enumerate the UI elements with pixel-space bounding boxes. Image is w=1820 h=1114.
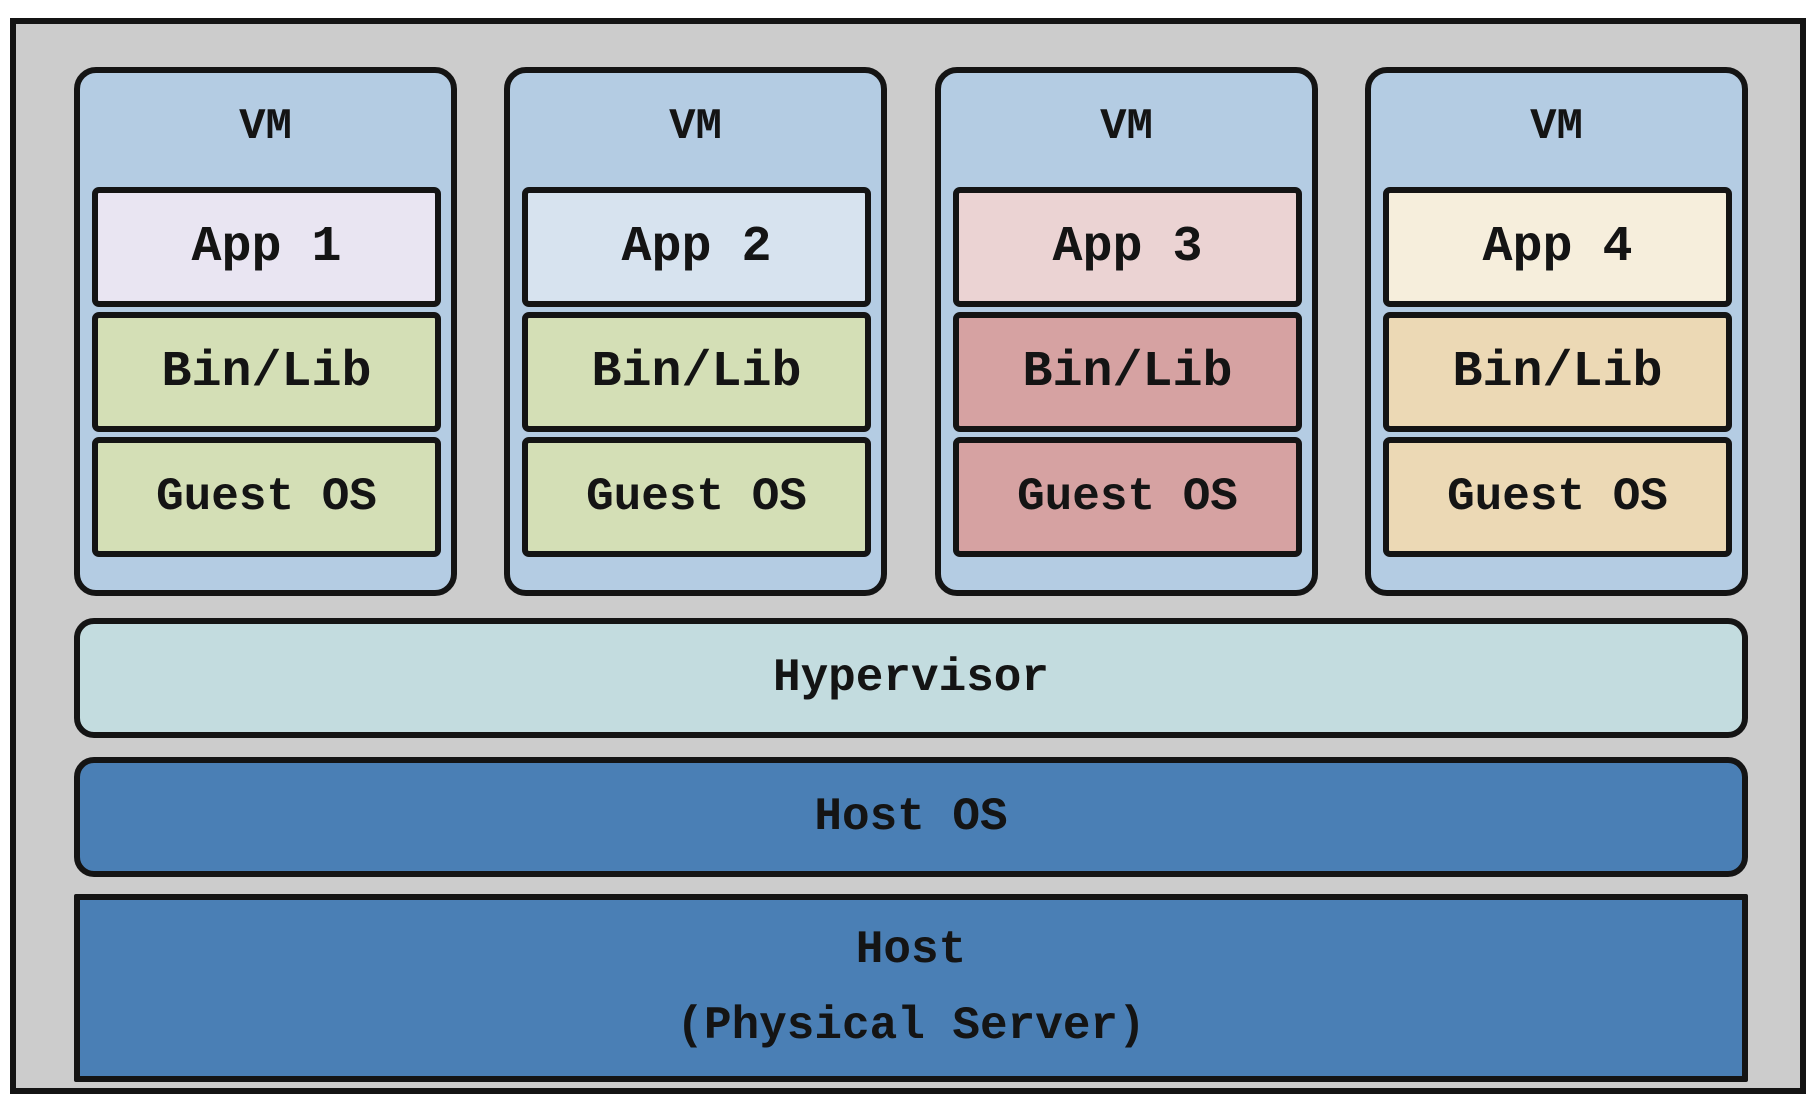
hypervisor-layer: Hypervisor [74, 618, 1748, 738]
vm-title: VM [1530, 102, 1583, 152]
guest-os-layer-1: Guest OS [92, 437, 441, 557]
vm-title: VM [1100, 102, 1153, 152]
vm-title: VM [239, 102, 292, 152]
binlib-layer-3: Bin/Lib [953, 312, 1302, 432]
host-label: Host [855, 924, 967, 976]
app-layer-1: App 1 [92, 187, 441, 307]
vm-box-1: VM App 1 Bin/Lib Guest OS [74, 67, 457, 596]
guest-os-layer-3: Guest OS [953, 437, 1302, 557]
binlib-layer-4: Bin/Lib [1383, 312, 1732, 432]
guest-os-layer-2: Guest OS [522, 437, 871, 557]
binlib-layer-1: Bin/Lib [92, 312, 441, 432]
app-layer-2: App 2 [522, 187, 871, 307]
host-physical-server-layer: Host (Physical Server) [74, 894, 1748, 1082]
guest-os-layer-4: Guest OS [1383, 437, 1732, 557]
vm-box-2: VM App 2 Bin/Lib Guest OS [504, 67, 887, 596]
app-layer-4: App 4 [1383, 187, 1732, 307]
diagram-frame: VM App 1 Bin/Lib Guest OS VM App 2 Bin/L… [10, 18, 1806, 1094]
vm-box-3: VM App 3 Bin/Lib Guest OS [935, 67, 1318, 596]
physical-server-label: (Physical Server) [676, 1000, 1146, 1052]
app-layer-3: App 3 [953, 187, 1302, 307]
host-os-layer: Host OS [74, 757, 1748, 877]
binlib-layer-2: Bin/Lib [522, 312, 871, 432]
vm-box-4: VM App 4 Bin/Lib Guest OS [1365, 67, 1748, 596]
vm-title: VM [669, 102, 722, 152]
